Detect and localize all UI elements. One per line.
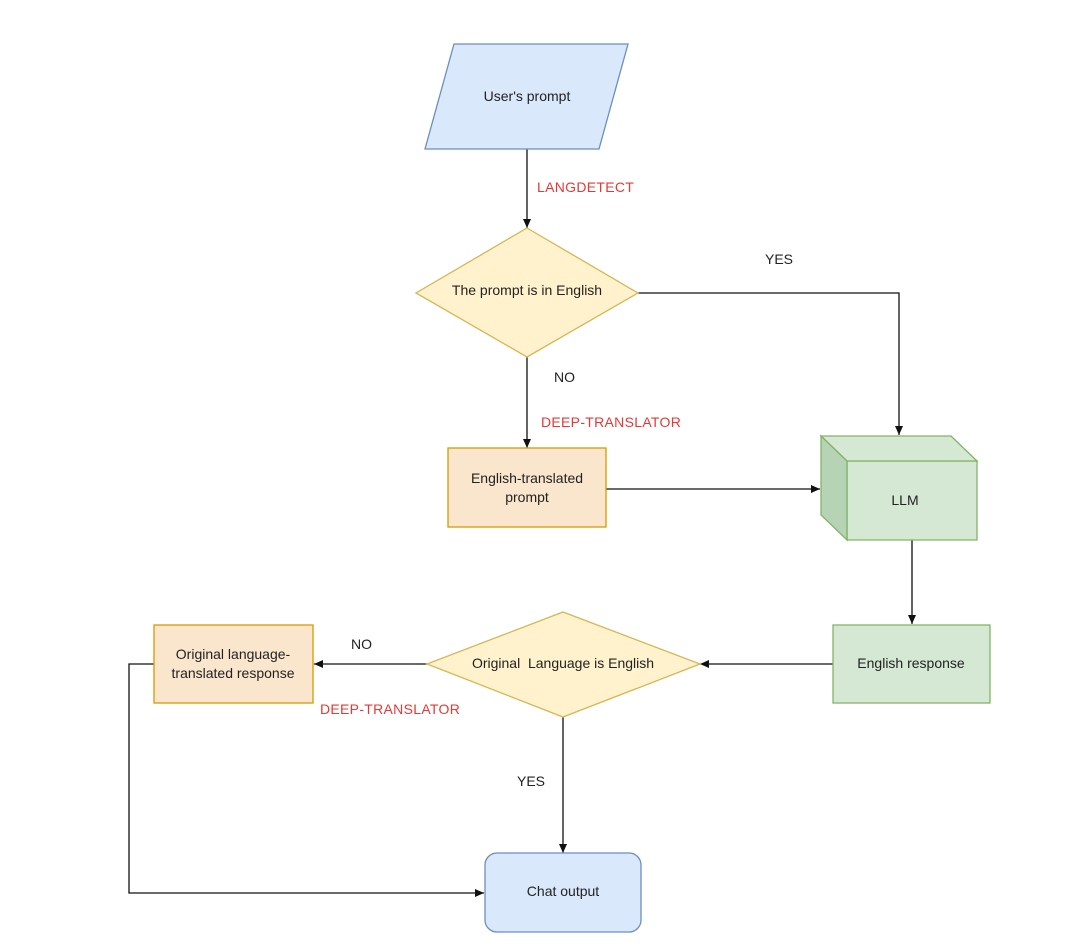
user-prompt-shape	[424, 43, 629, 150]
chat-output-label: Chat output	[527, 883, 599, 899]
original-check-shape	[425, 611, 702, 718]
english-response-node: English response	[832, 624, 991, 704]
translated-response-shape	[153, 624, 314, 704]
original-check-label: Original Language is English	[472, 655, 654, 671]
deep-translator-label-top: DEEP-TRANSLATOR	[541, 414, 681, 430]
chat-output-node: Chat output	[484, 852, 642, 933]
edge-translated-response-to-output	[128, 663, 484, 897]
english-check-node: The prompt is in English	[414, 227, 640, 358]
deep-translator-label-bottom: DEEP-TRANSLATOR	[320, 701, 460, 717]
llm-node: LLM	[819, 434, 979, 542]
translated-prompt-shape	[447, 447, 607, 528]
original-check-node: Original Language is English	[425, 611, 702, 718]
no-label-top: NO	[554, 369, 575, 385]
langdetect-label: LANGDETECT	[537, 179, 634, 195]
translated-prompt-node: English-translated prompt	[447, 447, 607, 528]
translated-response-label-line2: translated response	[172, 665, 295, 681]
llm-cube-side	[820, 434, 848, 542]
user-prompt-node: User's prompt	[424, 43, 629, 150]
llm-label: LLM	[891, 492, 918, 508]
english-response-label: English response	[857, 655, 965, 671]
user-prompt-label: User's prompt	[484, 88, 571, 104]
chat-output-shape	[484, 852, 642, 933]
english-check-shape	[414, 227, 640, 358]
english-response-shape	[832, 624, 991, 704]
english-check-label: The prompt is in English	[452, 282, 602, 298]
translated-response-node: Original language- translated response	[153, 624, 314, 704]
no-label-bottom: NO	[351, 636, 372, 652]
translated-prompt-label-line2: prompt	[505, 489, 549, 505]
translated-prompt-label-line1: English-translated	[471, 470, 583, 486]
yes-label-bottom: YES	[517, 773, 545, 789]
llm-cube-top	[819, 435, 979, 462]
yes-label-top: YES	[765, 251, 793, 267]
translated-response-label-line1: Original language-	[176, 646, 291, 662]
edge-check-yes-to-llm	[638, 292, 903, 435]
